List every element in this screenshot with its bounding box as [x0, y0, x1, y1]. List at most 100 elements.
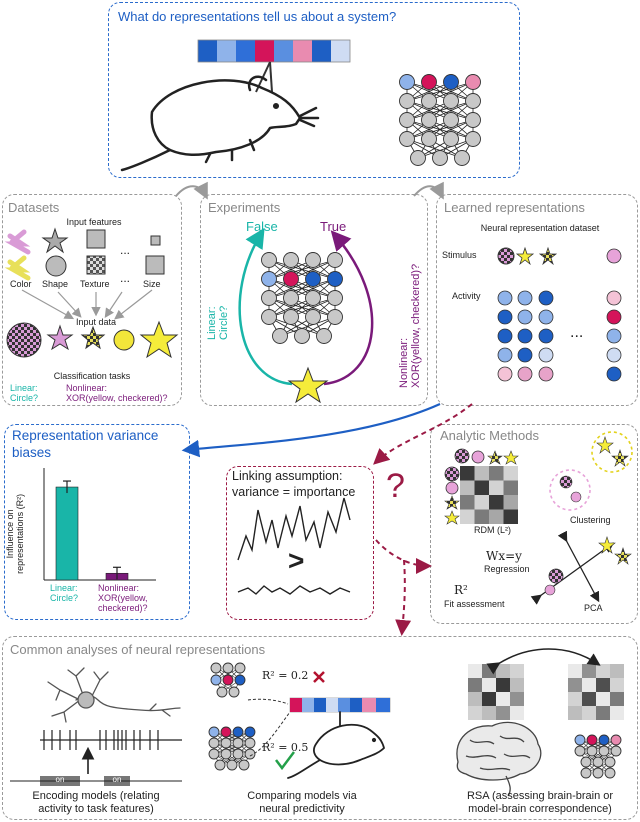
greater-than-symbol: >: [288, 545, 305, 576]
network-node: [228, 686, 240, 698]
network-node: [272, 328, 288, 344]
activity-unit: [606, 328, 622, 344]
rsa-network: [574, 734, 622, 779]
network-node: [238, 759, 250, 771]
rsa-matrix-right: [568, 664, 624, 720]
network-node: [220, 748, 232, 760]
matrix-cell: [568, 664, 582, 678]
linear-side-label: Linear: Circle?: [206, 305, 231, 340]
linear-task-label: Linear: Circle?: [10, 383, 39, 403]
top-panel: [108, 2, 520, 178]
matrix-cell: [460, 466, 475, 481]
false-label: False: [246, 219, 278, 234]
network-node: [220, 726, 232, 738]
stimulus-label: Stimulus: [442, 250, 477, 260]
network-node: [399, 131, 415, 147]
mouse-drawing: [120, 75, 320, 172]
matrix-cell: [510, 706, 524, 720]
activity-unit: [538, 347, 554, 363]
matrix-cell: [596, 664, 610, 678]
pca-label: PCA: [584, 603, 603, 613]
matrix-cell: [503, 466, 518, 481]
network-node: [208, 748, 220, 760]
network-node: [399, 74, 415, 90]
network-node: [294, 328, 310, 344]
matrix-cell: [468, 692, 482, 706]
experiment-network: [261, 252, 343, 344]
network-node: [454, 150, 470, 166]
matrix-cell: [568, 706, 582, 720]
rdm-label: RDM (L²): [474, 525, 511, 535]
network-node: [610, 734, 622, 746]
fit-assessment-label: Fit assessment: [444, 599, 505, 609]
network-node: [574, 734, 586, 746]
fit-equation: R²: [454, 583, 468, 597]
network-node: [305, 271, 321, 287]
matrix-cell: [510, 664, 524, 678]
network-node: [327, 271, 343, 287]
network-node: [327, 252, 343, 268]
matrix-cell: [482, 664, 496, 678]
matrix-cell: [496, 692, 510, 706]
network-node: [465, 131, 481, 147]
network-node: [261, 290, 277, 306]
activity-ellipsis: ...: [570, 324, 584, 341]
clustering-label: Clustering: [570, 515, 611, 525]
variance-title-1: Representation variance: [12, 428, 159, 443]
top-network: [399, 74, 481, 166]
matrix-cell: [460, 509, 475, 524]
matrix-cell: [610, 678, 624, 692]
classification-tasks-label: Classification tasks: [53, 371, 131, 381]
network-node: [232, 748, 244, 760]
comparing-caption: Comparing models via neural predictivity: [247, 790, 357, 816]
low-variance-trace: [237, 585, 351, 595]
model-networks: [208, 662, 256, 771]
stimulus-row: [497, 246, 622, 266]
matrix-cell: [596, 706, 610, 720]
pca-graphic: [530, 530, 632, 605]
learned-panel: [436, 194, 638, 406]
feature-label-shape: Shape: [42, 279, 69, 289]
feature-label-color: Color: [10, 279, 32, 289]
network-node: [586, 734, 598, 746]
activity-unit: [517, 347, 533, 363]
matrix-cell: [582, 692, 596, 706]
nonlinear-side-label: Nonlinear: XOR(yellow, checkered)?: [398, 263, 423, 388]
experiments-title: Experiments: [208, 200, 281, 215]
network-node: [208, 726, 220, 738]
matrix-cell: [474, 480, 489, 495]
matrix-cell: [489, 509, 504, 524]
network-node: [305, 290, 321, 306]
activity-unit: [606, 290, 622, 306]
matrix-cell: [582, 664, 596, 678]
datasets-title: Datasets: [8, 200, 60, 215]
network-node: [399, 93, 415, 109]
matrix-cell: [468, 664, 482, 678]
network-node: [244, 737, 256, 749]
network-node: [598, 745, 610, 757]
network-node: [261, 309, 277, 325]
feature-icons: [4, 227, 165, 281]
matrix-cell: [496, 664, 510, 678]
network-node: [283, 309, 299, 325]
network-node: [283, 271, 299, 287]
matrix-cell: [489, 495, 504, 510]
network-node: [261, 271, 277, 287]
network-node: [592, 756, 604, 768]
network-node: [604, 767, 616, 779]
network-node: [443, 93, 459, 109]
matrix-cell: [474, 509, 489, 524]
network-node: [410, 150, 426, 166]
code-bar-small: [290, 698, 390, 712]
feature-label-texture: Texture: [80, 279, 110, 289]
network-node: [443, 131, 459, 147]
network-node: [604, 756, 616, 768]
activity-unit: [517, 290, 533, 306]
learned-title: Learned representations: [444, 200, 585, 215]
matrix-cell: [489, 466, 504, 481]
check-mark-icon: [275, 751, 295, 771]
clustering-graphic: [549, 431, 633, 511]
network-node: [574, 745, 586, 757]
input-data-label: Input data: [75, 317, 117, 327]
network-node: [222, 662, 234, 674]
